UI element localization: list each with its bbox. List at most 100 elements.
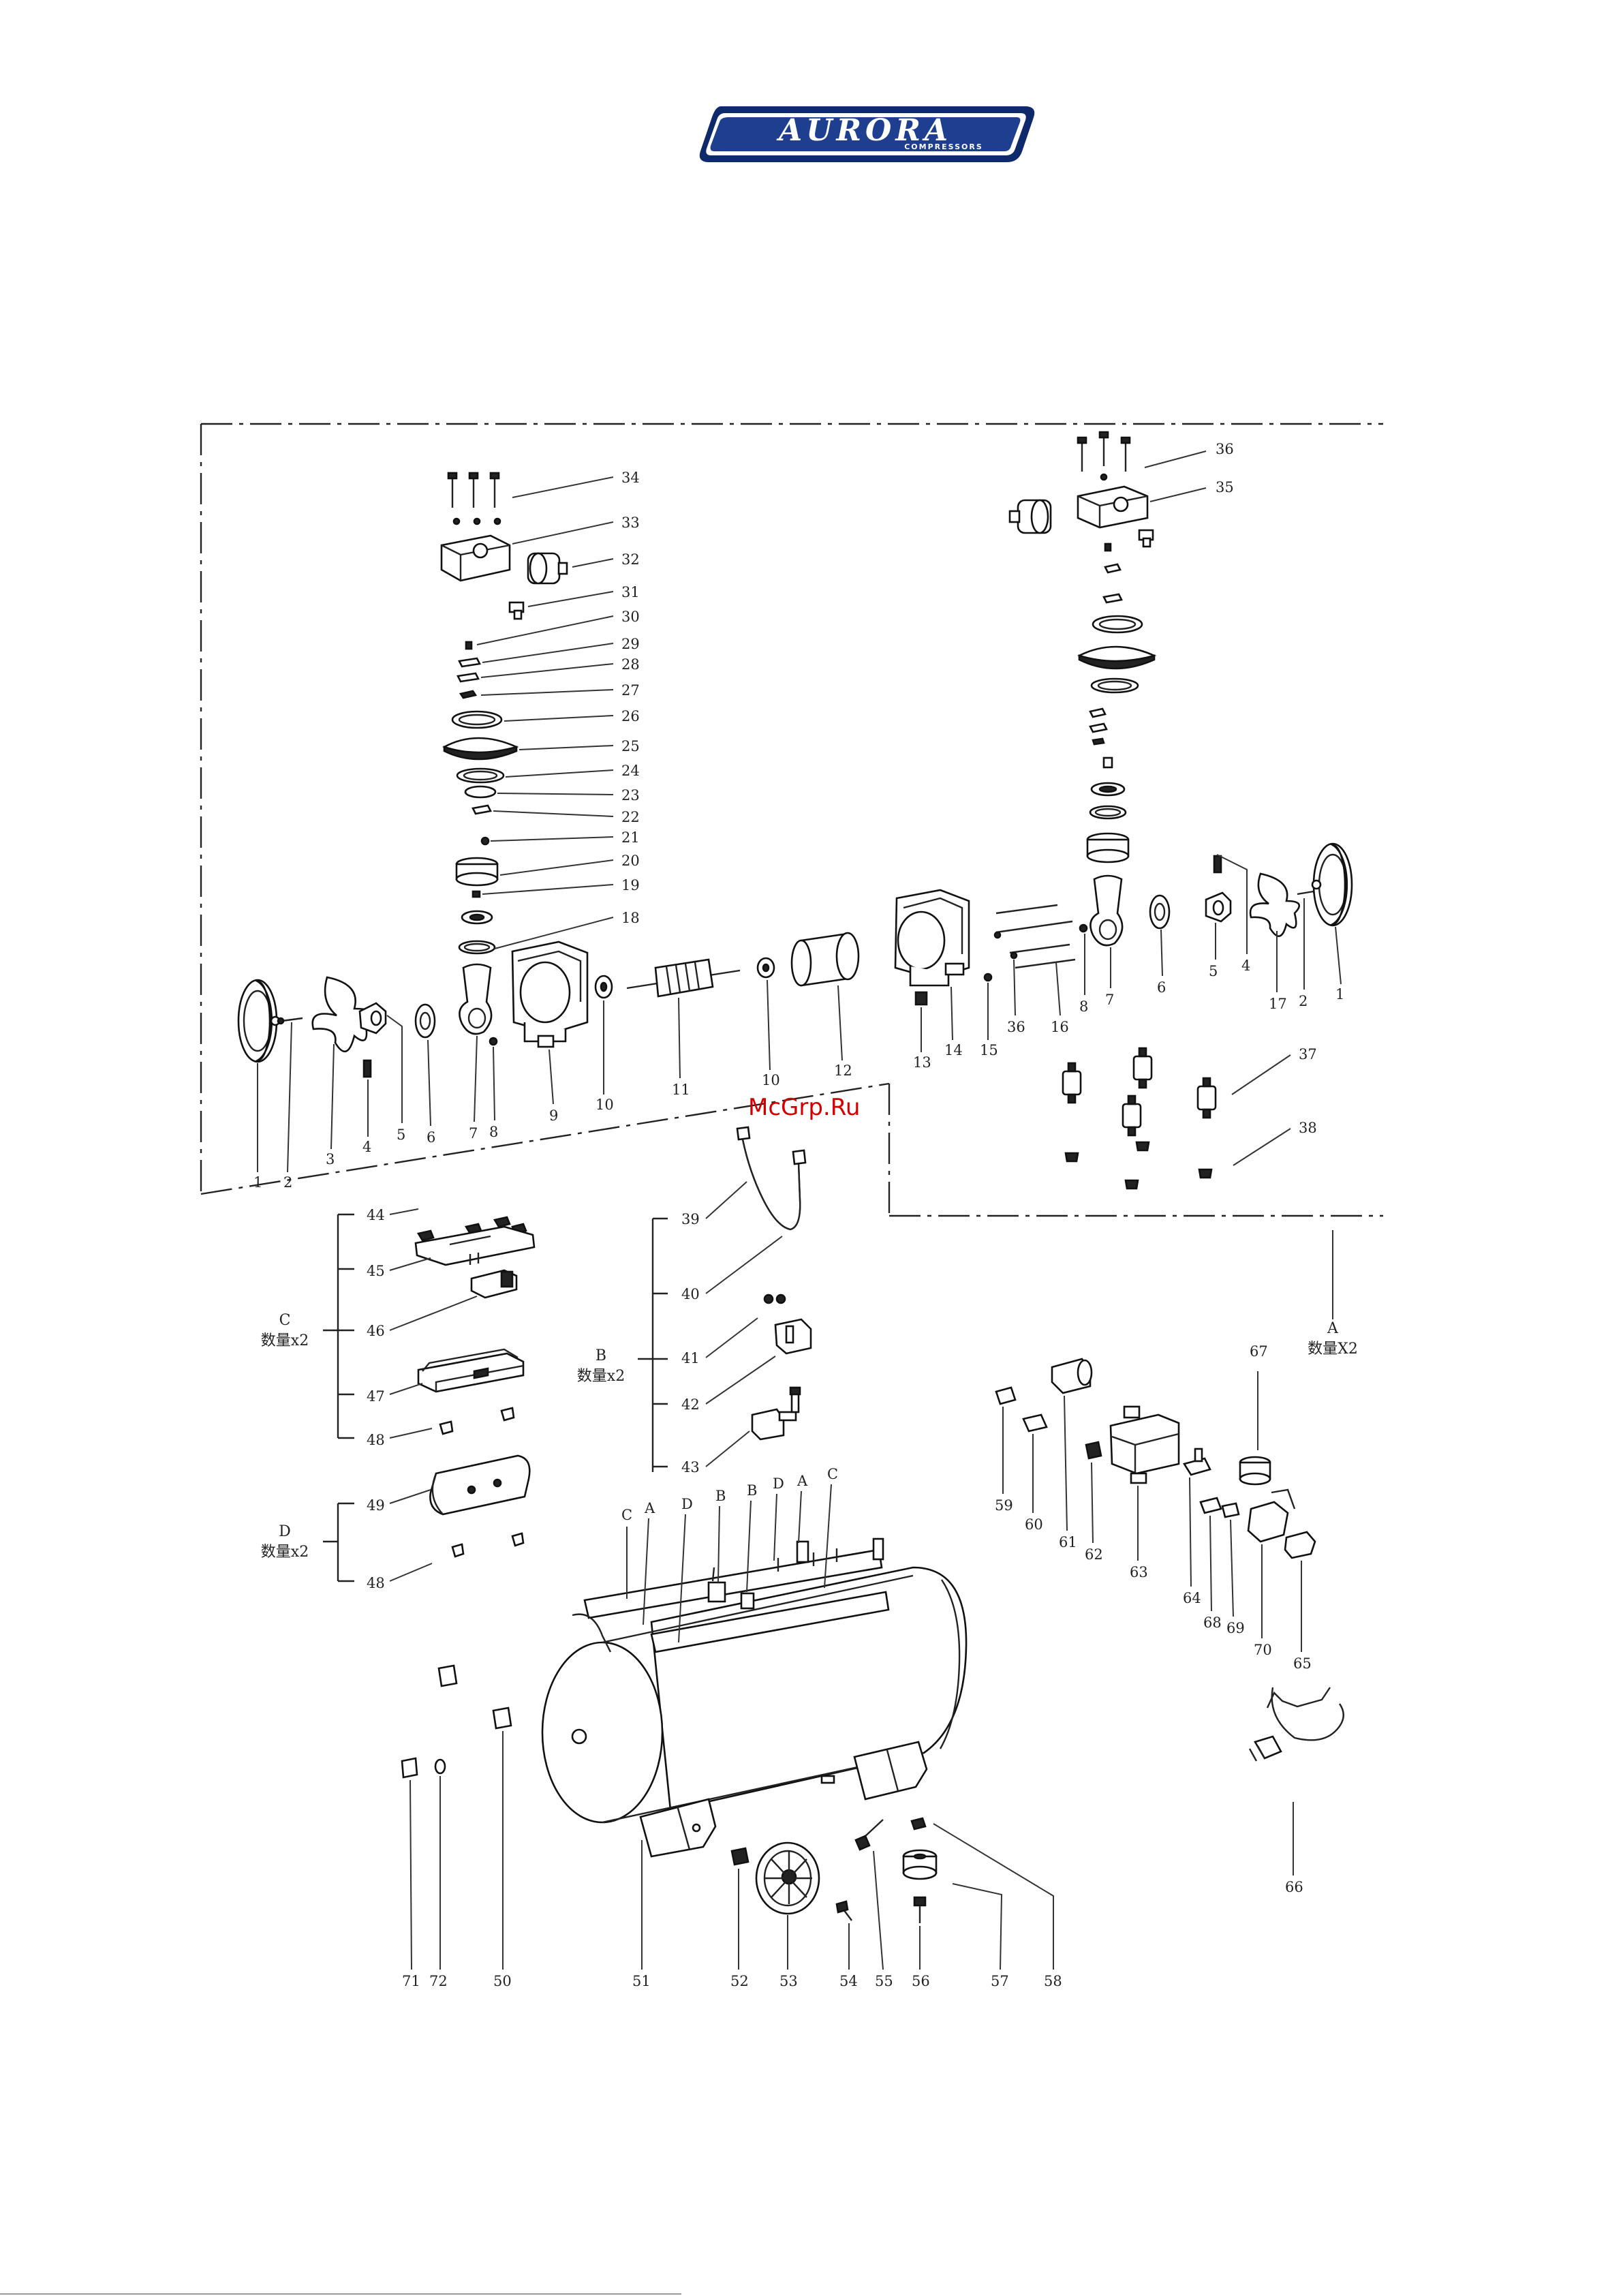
part-label-parts-bottom-10: 58 xyxy=(1044,1973,1062,1989)
piston-right xyxy=(1086,832,1130,863)
part-label-parts-fittings-11: 66 xyxy=(1285,1879,1303,1895)
part-label-parts-feet-0: 37 xyxy=(1299,1046,1317,1062)
main-row-left xyxy=(237,932,860,1078)
part-label-parts-row_left-11: 10 xyxy=(762,1072,780,1088)
part-label-parts-row_right-4: 16 xyxy=(1051,1019,1069,1035)
part-label-parts-head_left-0: 34 xyxy=(621,470,640,486)
part-label-parts-head_left-2: 32 xyxy=(621,551,640,568)
group-a-letter: A xyxy=(1327,1320,1339,1337)
part-label-parts-fittings-3: 61 xyxy=(1059,1534,1077,1550)
part-label-parts-row_right-12: 1 xyxy=(1335,986,1344,1002)
part-label-parts-head_left-5: 29 xyxy=(621,636,640,652)
part-label-parts-fittings-4: 62 xyxy=(1085,1546,1103,1563)
part-label-parts-head_left-1: 33 xyxy=(621,515,640,531)
part-label-parts-row_right-5: 8 xyxy=(1079,998,1088,1015)
group-c-letter: C xyxy=(279,1312,291,1329)
part-label-tank_letters-3: B xyxy=(715,1488,726,1504)
part-label-parts-row_left-0: 1 xyxy=(253,1174,262,1191)
main-row-left-labels: 1 2 3 4 5 6 7 8 9 10 11 10 12 xyxy=(253,979,852,1191)
part-label-parts-head_left-12: 22 xyxy=(621,809,640,825)
part-label-tank_letters-7: C xyxy=(827,1466,838,1482)
group-a-qty: 数量X2 xyxy=(1308,1341,1358,1358)
group-c: 44 45 46 47 48 C 数量x2 xyxy=(261,1207,536,1448)
tank-group-letters: C A D B B D A C xyxy=(621,1466,838,1643)
part-label-parts-head_left-15: 19 xyxy=(621,877,640,893)
part-label-parts-row_left-5: 6 xyxy=(427,1129,435,1146)
elbow-fitting-right xyxy=(1138,529,1154,548)
bottom-labels: 71 72 50 51 52 53 54 55 56 57 58 xyxy=(402,1731,1062,1989)
group-c-qty: 数量x2 xyxy=(261,1332,309,1349)
part-label-parts-row_left-8: 9 xyxy=(549,1107,558,1124)
part-label-parts-row_right-1: 14 xyxy=(944,1042,963,1058)
part-label-parts-bottom-8: 56 xyxy=(912,1973,930,1989)
part-label-tank_letters-1: A xyxy=(644,1500,655,1516)
elbow-fitting-left xyxy=(508,601,525,620)
group-b: 39 40 41 42 43 B 数量x2 xyxy=(577,1126,812,1475)
part-label-parts-fittings-7: 68 xyxy=(1203,1614,1222,1631)
part-label-parts-group_b-0: 39 xyxy=(681,1211,700,1227)
part-label-parts-group_c-1: 45 xyxy=(367,1263,385,1279)
part-label-parts-fittings-0: 67 xyxy=(1250,1343,1268,1360)
part-label-parts-group_c-0: 44 xyxy=(367,1207,385,1223)
part-label-parts-row_left-7: 8 xyxy=(489,1124,498,1140)
part-label-parts-row_left-4: 5 xyxy=(397,1127,405,1143)
part-label-parts-head_left-16: 18 xyxy=(621,910,640,926)
part-label-parts-group_c-4: 48 xyxy=(367,1432,385,1448)
part-label-parts-head_left-6: 28 xyxy=(621,656,640,673)
air-filter-right xyxy=(1008,499,1052,534)
right-head-labels: 36 35 xyxy=(1144,441,1234,502)
part-label-parts-group_c-2: 46 xyxy=(367,1323,385,1339)
part-label-parts-head_left-14: 20 xyxy=(621,853,640,869)
logo-brand: AURORA xyxy=(776,113,952,148)
part-label-parts-group_d-0: 49 xyxy=(367,1497,385,1514)
part-label-parts-bottom-7: 55 xyxy=(875,1973,893,1989)
part-label-tank_letters-5: D xyxy=(773,1475,784,1492)
watermark: McGrp.Ru xyxy=(748,1094,860,1121)
group-b-letter: B xyxy=(596,1347,606,1364)
fittings-labels: 67 59 60 61 62 63 64 68 69 70 65 66 xyxy=(995,1343,1312,1895)
part-label-parts-row_left-3: 4 xyxy=(362,1139,371,1155)
left-head-labels: 34 33 32 31 30 29 28 27 26 25 24 23 22 2… xyxy=(476,470,640,949)
part-label-parts-row_left-1: 2 xyxy=(283,1174,292,1191)
group-d: 49 48 D 数量x2 xyxy=(261,1454,531,1591)
part-label-parts-row_right-2: 15 xyxy=(980,1042,998,1058)
part-label-parts-fittings-5: 63 xyxy=(1130,1564,1148,1580)
main-row-right-labels: 13 14 15 36 16 8 7 6 5 4 17 2 1 xyxy=(913,854,1344,1071)
part-label-parts-row_right-9: 4 xyxy=(1241,958,1250,974)
cylinder-head-left xyxy=(440,534,511,582)
part-label-parts-fittings-8: 69 xyxy=(1226,1620,1245,1636)
part-label-parts-bottom-0: 71 xyxy=(402,1973,420,1989)
left-head-stack xyxy=(440,472,568,955)
part-label-parts-fittings-2: 60 xyxy=(1025,1516,1043,1533)
part-label-parts-head_right-1: 35 xyxy=(1216,479,1234,495)
part-label-parts-row_right-11: 2 xyxy=(1299,993,1308,1009)
pressure-switch-assembly xyxy=(995,1358,1344,1762)
part-label-parts-group_c-3: 47 xyxy=(367,1388,385,1405)
part-label-parts-group_b-4: 43 xyxy=(681,1459,700,1475)
logo-badge xyxy=(710,117,1021,151)
part-label-parts-row_left-6: 7 xyxy=(469,1125,478,1142)
group-d-letter: D xyxy=(279,1523,291,1540)
group-a-boundary: A 数量X2 xyxy=(200,423,1383,1358)
part-label-parts-head_left-11: 23 xyxy=(621,787,640,803)
part-label-parts-fittings-1: 59 xyxy=(995,1497,1013,1514)
part-label-parts-row_right-10: 17 xyxy=(1269,996,1287,1012)
part-label-parts-row_left-2: 3 xyxy=(326,1151,335,1167)
part-label-parts-head_left-7: 27 xyxy=(621,682,640,699)
part-label-parts-row_right-7: 6 xyxy=(1157,979,1166,996)
part-label-parts-head_left-4: 30 xyxy=(621,609,640,625)
group-d-qty: 数量x2 xyxy=(261,1544,309,1561)
part-label-parts-group_b-3: 42 xyxy=(681,1396,700,1413)
air-filter-left xyxy=(527,552,568,585)
part-label-parts-row_right-0: 13 xyxy=(913,1054,931,1071)
part-label-parts-group_b-1: 40 xyxy=(681,1286,700,1302)
part-label-tank_letters-0: C xyxy=(621,1507,632,1523)
part-label-parts-head_left-10: 24 xyxy=(621,763,640,779)
part-label-parts-row_left-10: 11 xyxy=(672,1082,690,1098)
rubber-feet: 37 38 xyxy=(1062,1046,1317,1190)
part-label-parts-head_left-13: 21 xyxy=(621,829,640,846)
head-bolts-right xyxy=(1077,431,1131,481)
main-row-right xyxy=(894,842,1353,1006)
part-label-parts-row_left-12: 12 xyxy=(834,1062,852,1079)
